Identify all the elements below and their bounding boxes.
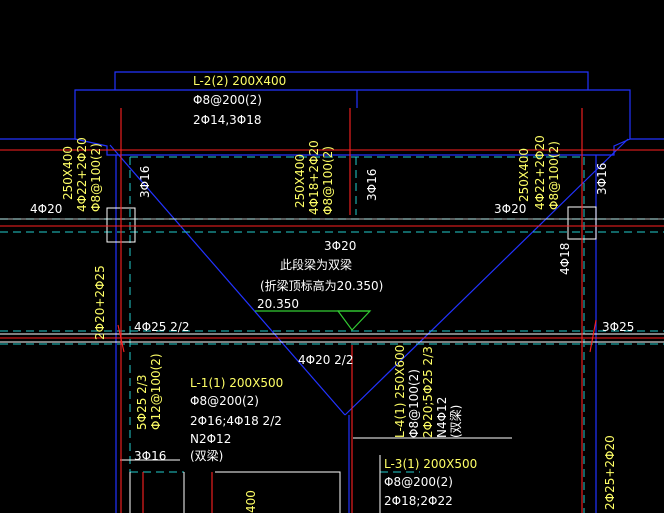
left-vert-2-rebar: 5Φ25 2/3 bbox=[135, 375, 149, 430]
axis-right-break bbox=[589, 319, 597, 353]
top-beam-upper-outline bbox=[114, 71, 589, 90]
l3-stirrup: Φ8@200(2) bbox=[384, 475, 453, 489]
elevation-triangle bbox=[336, 310, 372, 331]
top-beam-outline bbox=[0, 89, 664, 140]
l3-rebar: 2Φ18;2Φ22 bbox=[384, 494, 453, 508]
left-bottom-bar: 3Φ16 bbox=[134, 449, 166, 463]
center-note-2: (折梁顶标高为20.350) bbox=[260, 278, 383, 293]
top-beam-name: L-2(2) 200X400 bbox=[193, 74, 286, 88]
left-col-top-bar: 3Φ16 bbox=[138, 166, 152, 198]
mid-col-top-bar: 3Φ16 bbox=[365, 169, 379, 201]
right-slope-stirrup: Φ8@100(2) bbox=[547, 141, 561, 210]
l1-waist: N2Φ12 bbox=[190, 432, 231, 446]
right-diagonal-beam bbox=[344, 138, 629, 416]
left-vert-bar: 2Φ20+2Φ25 bbox=[93, 265, 107, 340]
l3-name: L-3(1) 200X500 bbox=[384, 457, 477, 471]
top-beam-stirrup: Φ8@200(2) bbox=[193, 93, 262, 107]
right-vert-bar: 2Φ25+2Φ20 bbox=[603, 435, 617, 510]
mid-slope-size: 250X400 bbox=[293, 154, 307, 208]
right-col-top-bar: 3Φ16 bbox=[595, 163, 609, 195]
left-slope-stirrup: Φ8@100(2) bbox=[89, 143, 103, 212]
center-bar: 3Φ20 bbox=[324, 239, 356, 253]
bottom-center-box bbox=[215, 471, 341, 513]
l1-note: (双梁) bbox=[190, 448, 223, 463]
axis-left-break bbox=[117, 324, 125, 353]
bottom-center-bar: 4Φ20 2/2 bbox=[298, 353, 353, 367]
bottom-fragment: 400 bbox=[244, 490, 258, 513]
red-axis-lines bbox=[0, 108, 664, 513]
left-top-bar: 4Φ20 bbox=[30, 202, 62, 216]
right-top-bar: 3Φ20 bbox=[494, 202, 526, 216]
l4-name: L-4(1) 250X600 bbox=[393, 345, 407, 438]
l1-rebar: 2Φ16;4Φ18 2/2 bbox=[190, 414, 282, 428]
l4-stirrup: Φ8@100(2) bbox=[407, 369, 421, 438]
left-diagonal-beam bbox=[109, 144, 346, 416]
l4-waist: N4Φ12 bbox=[435, 397, 449, 438]
annotations: L-2(2) 200X400 Φ8@200(2) 2Φ14,3Φ18 250X4… bbox=[30, 74, 634, 513]
elevation-value: 20.350 bbox=[257, 297, 299, 311]
l4-rebar: 2Φ20;5Φ25 2/3 bbox=[421, 346, 435, 438]
elevation-marker bbox=[255, 310, 372, 331]
l4-note: (双梁) bbox=[448, 405, 463, 438]
slab-edge-outline bbox=[74, 138, 631, 156]
right-mid-bar: 3Φ25 bbox=[602, 320, 634, 334]
mid-slope-rebar: 4Φ18+2Φ20 bbox=[307, 140, 321, 215]
left-vert-2-stirrup: Φ12@100(2) bbox=[149, 353, 163, 430]
mid-left-bar: 4Φ25 2/2 bbox=[134, 320, 189, 334]
l1-stirrup: Φ8@200(2) bbox=[190, 394, 259, 408]
l1-name: L-1(1) 200X500 bbox=[190, 376, 283, 390]
right-col-bar: 4Φ18 bbox=[558, 243, 572, 275]
left-slope-rebar: 4Φ22+2Φ20 bbox=[75, 137, 89, 212]
center-note-1: 此段梁为双梁 bbox=[280, 257, 352, 272]
mid-slope-stirrup: Φ8@100(2) bbox=[321, 146, 335, 215]
right-slope-size: 250X400 bbox=[517, 148, 531, 202]
top-beam-rebar: 2Φ14,3Φ18 bbox=[193, 113, 262, 127]
right-slope-rebar: 4Φ22+2Φ20 bbox=[533, 135, 547, 210]
left-slope-size: 250X400 bbox=[61, 146, 75, 200]
